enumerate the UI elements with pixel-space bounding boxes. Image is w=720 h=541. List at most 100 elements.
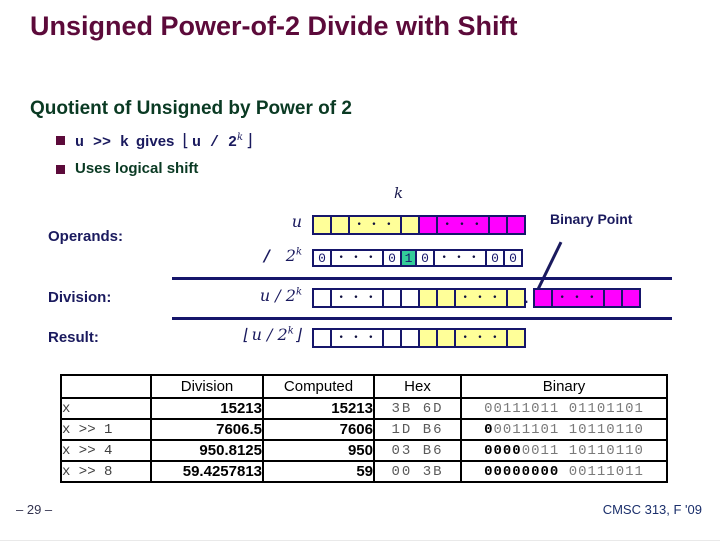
table-cell-computed: 15213 xyxy=(262,397,375,420)
bit-cell xyxy=(400,288,420,308)
table-cell-expression: x xyxy=(60,397,152,420)
operands-label: Operands: xyxy=(48,228,124,245)
division-bar-line xyxy=(172,277,672,280)
bit-cell: • • • xyxy=(436,215,490,235)
table-cell-division: 950.8125 xyxy=(150,439,264,462)
binary-point-slash-line xyxy=(536,241,563,292)
floor-close: ⌋ xyxy=(246,131,253,151)
expr-u-div-2: u / 2 xyxy=(192,134,238,151)
u-bit-row: • • • • • • xyxy=(312,215,526,235)
bit-cell xyxy=(382,288,402,308)
binary-shifted-zeros: 0 xyxy=(484,421,494,438)
bit-cell: 0 xyxy=(415,249,435,267)
result-label: Result: xyxy=(48,329,99,346)
table-cell-division: 7606.5 xyxy=(150,418,264,441)
bullet-square-icon xyxy=(56,136,65,145)
bit-cell: • • • xyxy=(551,288,605,308)
course-footer: CMSC 313, F '09 xyxy=(602,502,702,517)
bit-cell xyxy=(400,215,420,235)
result-expr-label: ⌊u / 2k⌋ xyxy=(243,325,302,344)
bit-cell: • • • xyxy=(330,288,384,308)
table-cell-computed: 7606 xyxy=(262,418,375,441)
bit-cell xyxy=(506,215,526,235)
table-cell-computed: 950 xyxy=(262,439,375,462)
table-cell-division: 59.4257813 xyxy=(150,460,264,483)
table-cell-binary: 00000000 00111011 xyxy=(460,460,668,483)
bit-cell: • • • xyxy=(330,328,384,348)
bit-cell xyxy=(382,328,402,348)
bit-cell xyxy=(603,288,623,308)
bullet-text: Uses logical shift xyxy=(75,160,199,177)
table-cell-expression: x >> 8 xyxy=(60,460,152,483)
result-bit-row: • • •• • • xyxy=(312,328,526,348)
binary-rest: 00111011 01101101 xyxy=(484,400,644,417)
bit-cell xyxy=(506,328,526,348)
bit-cell xyxy=(312,215,332,235)
gives-label: gives xyxy=(136,133,175,150)
floor-open: ⌊ xyxy=(182,131,190,151)
page-title: Unsigned Power-of-2 Divide with Shift xyxy=(30,11,518,41)
division-label: Division: xyxy=(48,289,112,306)
table-cell-computed: 59 xyxy=(262,460,375,483)
table-header: Computed xyxy=(262,374,375,399)
bit-cell xyxy=(312,288,332,308)
binary-point-label: Binary Point xyxy=(550,211,633,227)
binary-point-dot: . xyxy=(524,290,529,307)
bit-cell: 0 xyxy=(382,249,402,267)
bullet-square-icon xyxy=(56,165,65,174)
bit-cell xyxy=(312,328,332,348)
divide-sign: / xyxy=(263,246,270,265)
bit-cell: 0 xyxy=(485,249,505,267)
division-fraction-bit-row: • • • xyxy=(533,288,641,308)
table-cell-hex: 03 B6 xyxy=(373,439,462,462)
table-header: Hex xyxy=(373,374,462,399)
division-integer-bit-row: • • • • • • xyxy=(312,288,526,308)
bit-cell: 0 xyxy=(503,249,523,267)
result-bar-line xyxy=(172,317,672,320)
division-expr-label: u / 2k xyxy=(259,286,302,305)
two-to-k: 2k xyxy=(285,246,302,265)
bullet-item-logical-shift: Uses logical shift xyxy=(56,160,198,177)
table-cell-binary: 00011101 10110110 xyxy=(460,418,668,441)
floor-open: ⌊ xyxy=(243,325,250,344)
floor-close: ⌋ xyxy=(295,325,302,344)
binary-shifted-zeros: 00000000 xyxy=(484,463,560,480)
bit-cell xyxy=(621,288,641,308)
table-header xyxy=(60,374,152,399)
table-cell-hex: 00 3B xyxy=(373,460,462,483)
table-cell-binary: 00111011 01101101 xyxy=(460,397,668,420)
binary-rest: 0011101 10110110 xyxy=(493,421,644,438)
bit-cell: • • • xyxy=(454,288,508,308)
bit-cell xyxy=(436,288,456,308)
divisor-label: / 2k xyxy=(200,246,302,265)
bit-cell xyxy=(418,328,438,348)
u-operand-label: u xyxy=(291,212,302,231)
table-cell-binary: 00000011 10110110 xyxy=(460,439,668,462)
bit-cell xyxy=(488,215,508,235)
bit-cell: • • • xyxy=(330,249,384,267)
section-heading: Quotient of Unsigned by Power of 2 xyxy=(30,98,352,119)
bit-cell xyxy=(400,328,420,348)
table-cell-division: 15213 xyxy=(150,397,264,420)
table-cell-hex: 1D B6 xyxy=(373,418,462,441)
bit-cell xyxy=(418,288,438,308)
page-number: – 29 – xyxy=(16,502,53,517)
exponent-k: k xyxy=(237,132,244,143)
binary-shifted-zeros: 0000 xyxy=(484,442,522,459)
bit-cell: 0 xyxy=(312,249,332,267)
bit-cell xyxy=(330,215,350,235)
binary-rest: 00111011 xyxy=(559,463,644,480)
binary-rest: 0011 10110110 xyxy=(521,442,644,459)
k-width-label: k xyxy=(394,184,404,202)
bit-cell: • • • xyxy=(433,249,487,267)
table-cell-hex: 3B 6D xyxy=(373,397,462,420)
bit-cell xyxy=(506,288,526,308)
bit-cell: • • • xyxy=(348,215,402,235)
